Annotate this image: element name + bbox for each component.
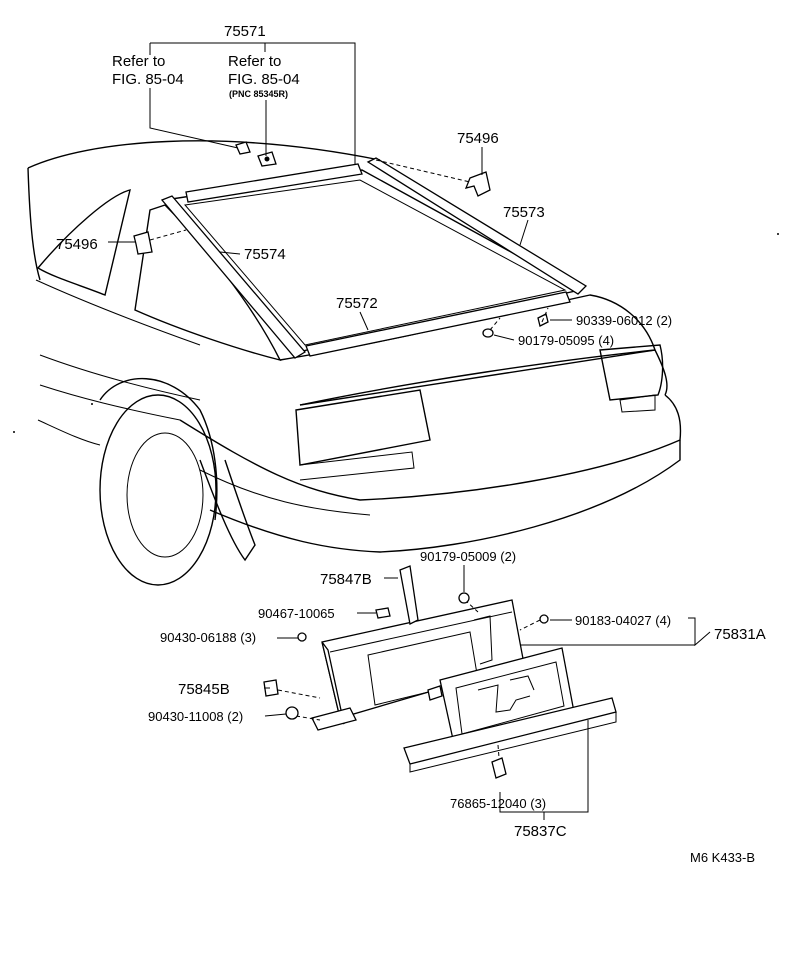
body-crease-lower xyxy=(39,354,201,401)
left-tail-light-lower xyxy=(299,451,415,481)
label-75837C: 75837C xyxy=(514,823,567,840)
clip-right-hole xyxy=(264,156,270,162)
roof-outline xyxy=(27,140,381,169)
right-tail-light xyxy=(599,344,664,401)
washer-90430-06188 xyxy=(297,632,307,642)
screw-76865 xyxy=(491,757,507,779)
label-75573: 75573 xyxy=(503,204,545,221)
rear-panel-top xyxy=(299,349,668,406)
clip-left xyxy=(235,141,251,155)
label-90430-11008: 90430-11008 (2) xyxy=(148,709,243,724)
mud-flap xyxy=(199,459,256,562)
rocker-line xyxy=(37,419,101,446)
label-75574: 75574 xyxy=(244,246,286,263)
bracket-left-75496 xyxy=(133,231,153,255)
label-75831A: 75831A xyxy=(714,626,766,643)
lower-hardware xyxy=(263,592,549,779)
bracket-right-75496 xyxy=(464,171,491,197)
upper-moulding-75571 xyxy=(185,163,363,203)
label-90179-05009: 90179-05009 (2) xyxy=(420,549,516,564)
rear-bumper xyxy=(179,394,682,501)
label-75572: 75572 xyxy=(336,295,378,312)
license-bracket-assembly xyxy=(277,565,617,773)
left-tail-light xyxy=(295,389,431,466)
scan-dots xyxy=(13,233,779,433)
footer-code: M6 K433-B xyxy=(690,850,755,865)
label-75847B: 75847B xyxy=(320,571,372,588)
label-76865: 76865-12040 (3) xyxy=(450,796,546,811)
nut-90179-05095 xyxy=(482,328,494,338)
leaders-lower xyxy=(264,565,711,820)
side-window xyxy=(36,189,131,296)
right-tail-light-lower xyxy=(619,394,656,413)
bumper-lower xyxy=(209,440,681,553)
label-75571: 75571 xyxy=(224,23,266,40)
right-moulding-75573 xyxy=(366,157,588,295)
lower-moulding-75572 xyxy=(305,291,571,357)
roof-clips xyxy=(235,141,277,167)
label-refer1-line1: Refer to xyxy=(112,53,165,70)
bolt-90467 xyxy=(375,607,391,619)
body-crease-3 xyxy=(39,384,181,421)
moulding-parts xyxy=(160,157,588,359)
fasteners-upper xyxy=(482,307,549,338)
body-crease-upper xyxy=(35,279,201,346)
left-moulding-75574 xyxy=(160,195,306,359)
wheel-arch xyxy=(99,378,218,521)
label-90339: 90339-06012 (2) xyxy=(576,313,672,328)
rear-glass-inner xyxy=(184,179,567,346)
nut-90183 xyxy=(539,614,549,624)
quarter-glass xyxy=(134,204,282,362)
left-side-outline xyxy=(27,167,41,281)
rear-rim xyxy=(126,432,204,558)
labels: 75571 Refer to FIG. 85-04 Refer to FIG. … xyxy=(56,23,766,865)
label-90430-06188: 90430-06188 (3) xyxy=(160,630,256,645)
leaders-upper xyxy=(108,42,572,341)
label-refer2-line1: Refer to xyxy=(228,53,281,70)
label-refer1-line2: FIG. 85-04 xyxy=(112,71,184,88)
label-90467: 90467-10065 xyxy=(258,606,335,621)
nut-90179-05009 xyxy=(458,592,470,604)
label-75845B: 75845B xyxy=(178,681,230,698)
label-refer2-line2: FIG. 85-04 xyxy=(228,71,300,88)
label-90179-05095: 90179-05095 (4) xyxy=(518,333,614,348)
grommet-90430-11008 xyxy=(285,706,299,720)
label-75496-left: 75496 xyxy=(56,236,98,253)
clip-75845B xyxy=(263,679,279,697)
strap-75847B xyxy=(399,565,419,625)
label-75496-right: 75496 xyxy=(457,130,499,147)
bumper-crease xyxy=(199,469,371,516)
car-body xyxy=(27,140,682,586)
label-refer2-line3: (PNC 85345R) xyxy=(229,89,288,99)
label-90183: 90183-04027 (4) xyxy=(575,613,671,628)
rear-tire xyxy=(99,394,217,586)
